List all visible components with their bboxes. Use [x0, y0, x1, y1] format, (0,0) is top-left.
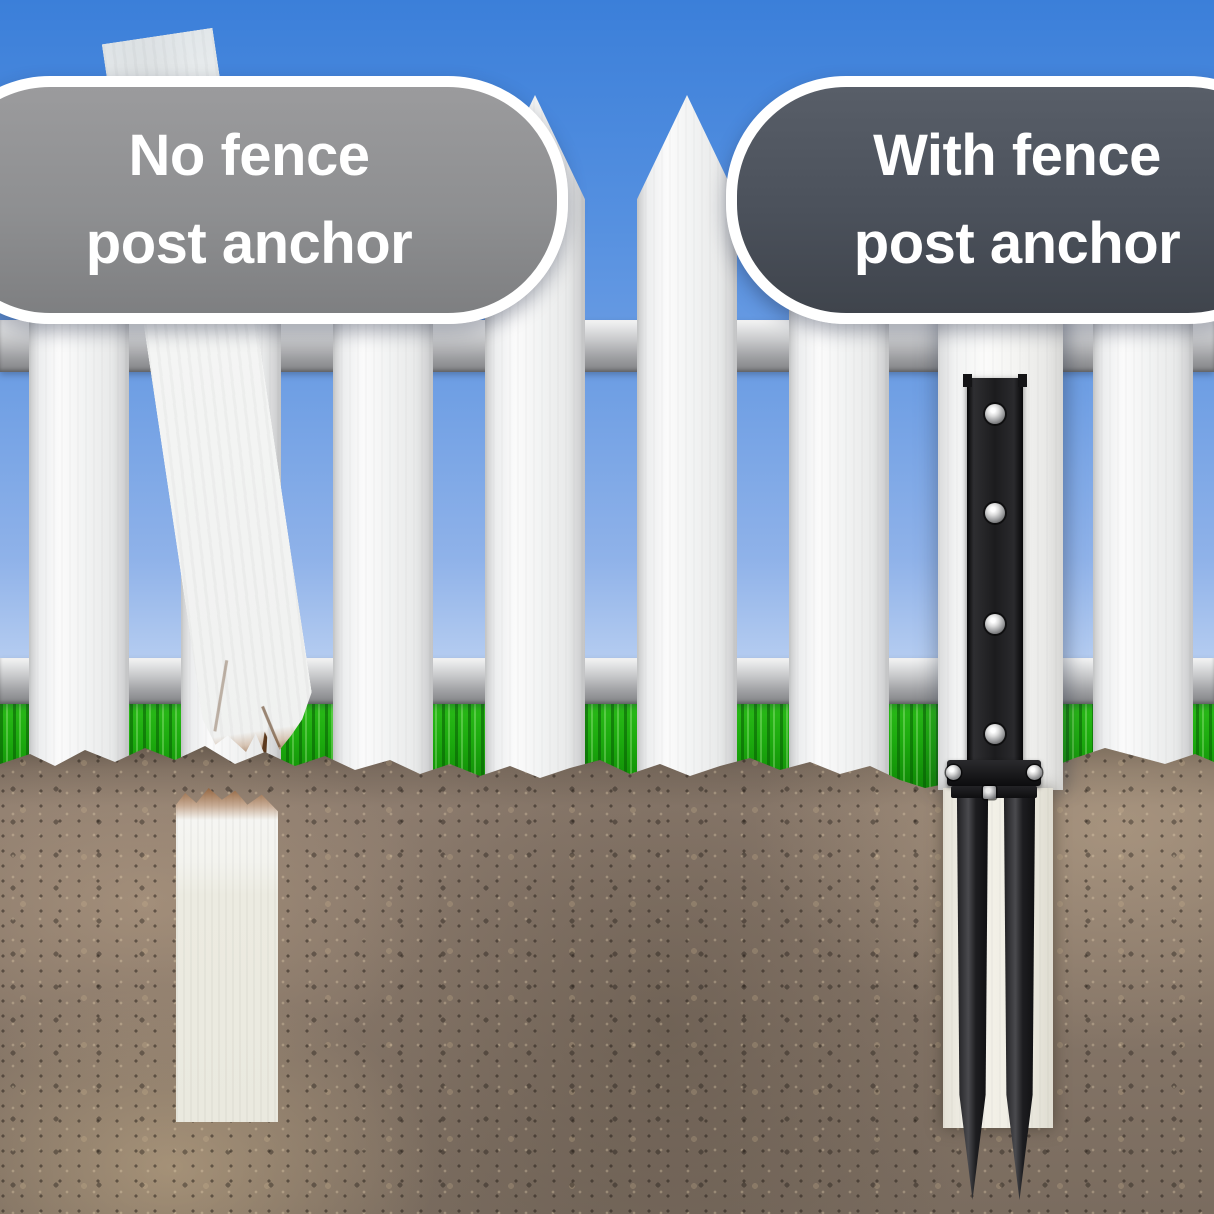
base-plate-bolt: [946, 765, 961, 780]
base-plate-nut: [983, 786, 996, 799]
label-line: post anchor: [853, 211, 1181, 276]
fence-post-anchor-bracket: [963, 374, 1027, 770]
label-line: post anchor: [85, 211, 413, 276]
wood-crack: [214, 660, 229, 732]
label-pill-with-anchor: With fence post anchor: [726, 76, 1214, 324]
buried-post-stub: [176, 788, 278, 1122]
label-line: With fence: [873, 123, 1161, 188]
label-line: No fence: [128, 123, 370, 188]
anchor-bolt: [985, 503, 1005, 523]
anchor-bolt: [985, 404, 1005, 424]
anchor-bolt: [985, 724, 1005, 744]
label-pill-no-anchor: No fence post anchor: [0, 76, 568, 324]
base-plate-bolt: [1027, 765, 1042, 780]
anchor-base-plate: [947, 760, 1041, 786]
fence-picket: [637, 95, 737, 790]
anchor-bolt: [985, 614, 1005, 634]
